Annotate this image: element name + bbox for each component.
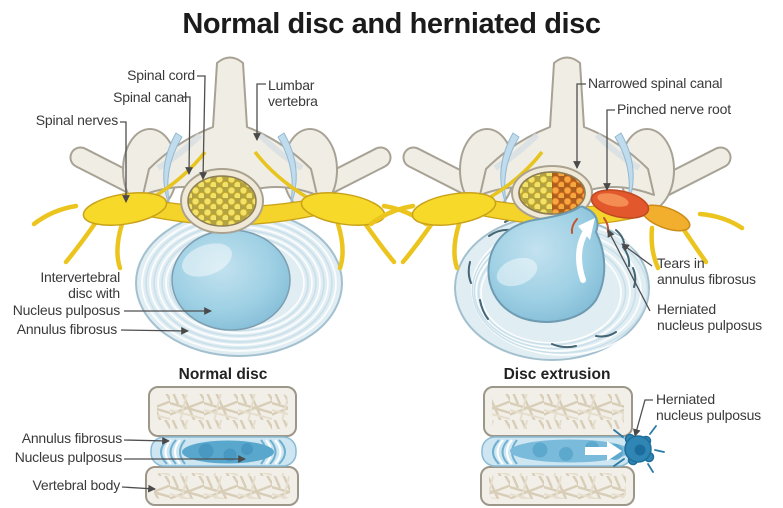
- nerve-branches: [31, 203, 429, 271]
- label-annulus-fibrosus-left: Annulus fibrosus: [16, 321, 118, 337]
- lamina-shading: [493, 132, 641, 171]
- label-herniated-nucleus-top: Herniated nucleus pulposus: [657, 301, 762, 333]
- pinched-nerve-highlight: [597, 193, 629, 207]
- label-spinal-canal: Spinal canal: [113, 89, 187, 105]
- label-lumbar-vertebra: Lumbar vertebra: [268, 77, 318, 109]
- label-intervertebral-disc: Intervertebral disc with: [40, 269, 120, 301]
- extrusion-arrow-shaft: [585, 447, 607, 455]
- label-herniated-nucleus-bottom: Herniated nucleus pulposus: [656, 391, 761, 423]
- leader-narrowed-canal: [573, 83, 586, 169]
- caption-normal-disc: Normal disc: [178, 366, 268, 383]
- caption-disc-extrusion: Disc extrusion: [503, 366, 611, 383]
- nerve-strand: [488, 150, 544, 200]
- leader-herniated-bottom: [633, 399, 653, 437]
- cauda-equina-nerves: [187, 175, 257, 227]
- label-spinal-cord: Spinal cord: [127, 67, 195, 83]
- annulus-arcs-white: [496, 439, 513, 465]
- extrusion-arrow-head: [607, 441, 622, 461]
- tear-whiskers: [613, 425, 665, 473]
- leader-annulus-left: [120, 326, 189, 335]
- herniated-vertebra-illustration: [368, 56, 745, 361]
- blob-core: [634, 444, 646, 456]
- upper-body-texture: [492, 394, 624, 429]
- label-narrowed-spinal-canal: Narrowed spinal canal: [588, 75, 723, 91]
- label-pinched-nerve-root: Pinched nerve root: [617, 101, 731, 117]
- left-nerve-root: [411, 192, 497, 226]
- nucleus-blobs: [198, 443, 253, 462]
- lamina-shading: [156, 132, 304, 171]
- label-annulus-fibrosus-bottom: Annulus fibrosus: [21, 430, 123, 446]
- herniated-nucleus-shape: [487, 205, 606, 323]
- label-spinal-nerves: Spinal nerves: [35, 112, 118, 128]
- leader-tears: [621, 243, 653, 267]
- leader-annulus-bottom: [123, 436, 170, 445]
- lower-body-texture: [154, 473, 290, 499]
- normal-vertebra-illustration: [31, 56, 429, 357]
- left-nerve-root: [82, 192, 168, 226]
- leader-vertebral-body: [121, 484, 156, 493]
- lower-body-texture: [489, 473, 626, 499]
- leader-spinal-canal: [183, 96, 193, 175]
- nerve-strands: [151, 150, 309, 200]
- normal-disc: [135, 209, 343, 357]
- right-spinal-canal-narrowed: [511, 165, 593, 221]
- leader-spinal-nerves: [120, 121, 130, 203]
- extruded-nucleus: [585, 425, 665, 473]
- upper-body-texture: [157, 394, 288, 429]
- nucleus-highlight: [496, 257, 538, 287]
- label-nucleus-pulposus-bottom: Nucleus pulposus: [14, 449, 123, 465]
- herniation: [487, 189, 650, 323]
- leader-pinched-nerve: [603, 109, 615, 191]
- canal-inner-outline: [518, 171, 586, 215]
- leader-spinal-cord: [197, 75, 208, 180]
- herniation-arrow-head: [578, 218, 595, 240]
- leader-herniated-top: [607, 229, 651, 312]
- leader-lines: [120, 75, 653, 493]
- nucleus-highlight: [182, 243, 232, 277]
- normal-disc-lateral: [145, 386, 299, 506]
- leader-lumbar-vertebra: [253, 83, 266, 141]
- left-vertebra-bone: [69, 56, 392, 212]
- nucleus-pulposus-shape: [171, 229, 291, 331]
- right-vertebra-bone: [402, 56, 732, 212]
- label-vertebral-body: Vertebral body: [32, 477, 121, 493]
- disc-extrusion-lateral: [480, 386, 665, 506]
- left-spinal-canal: [180, 168, 264, 234]
- page-title: Normal disc and herniated disc: [182, 8, 601, 40]
- nerve-branches: [368, 203, 745, 271]
- label-nucleus-pulposus-left: Nucleus pulposus: [12, 302, 121, 318]
- label-tears-in-annulus: Tears in annulus fibrosus: [657, 255, 756, 287]
